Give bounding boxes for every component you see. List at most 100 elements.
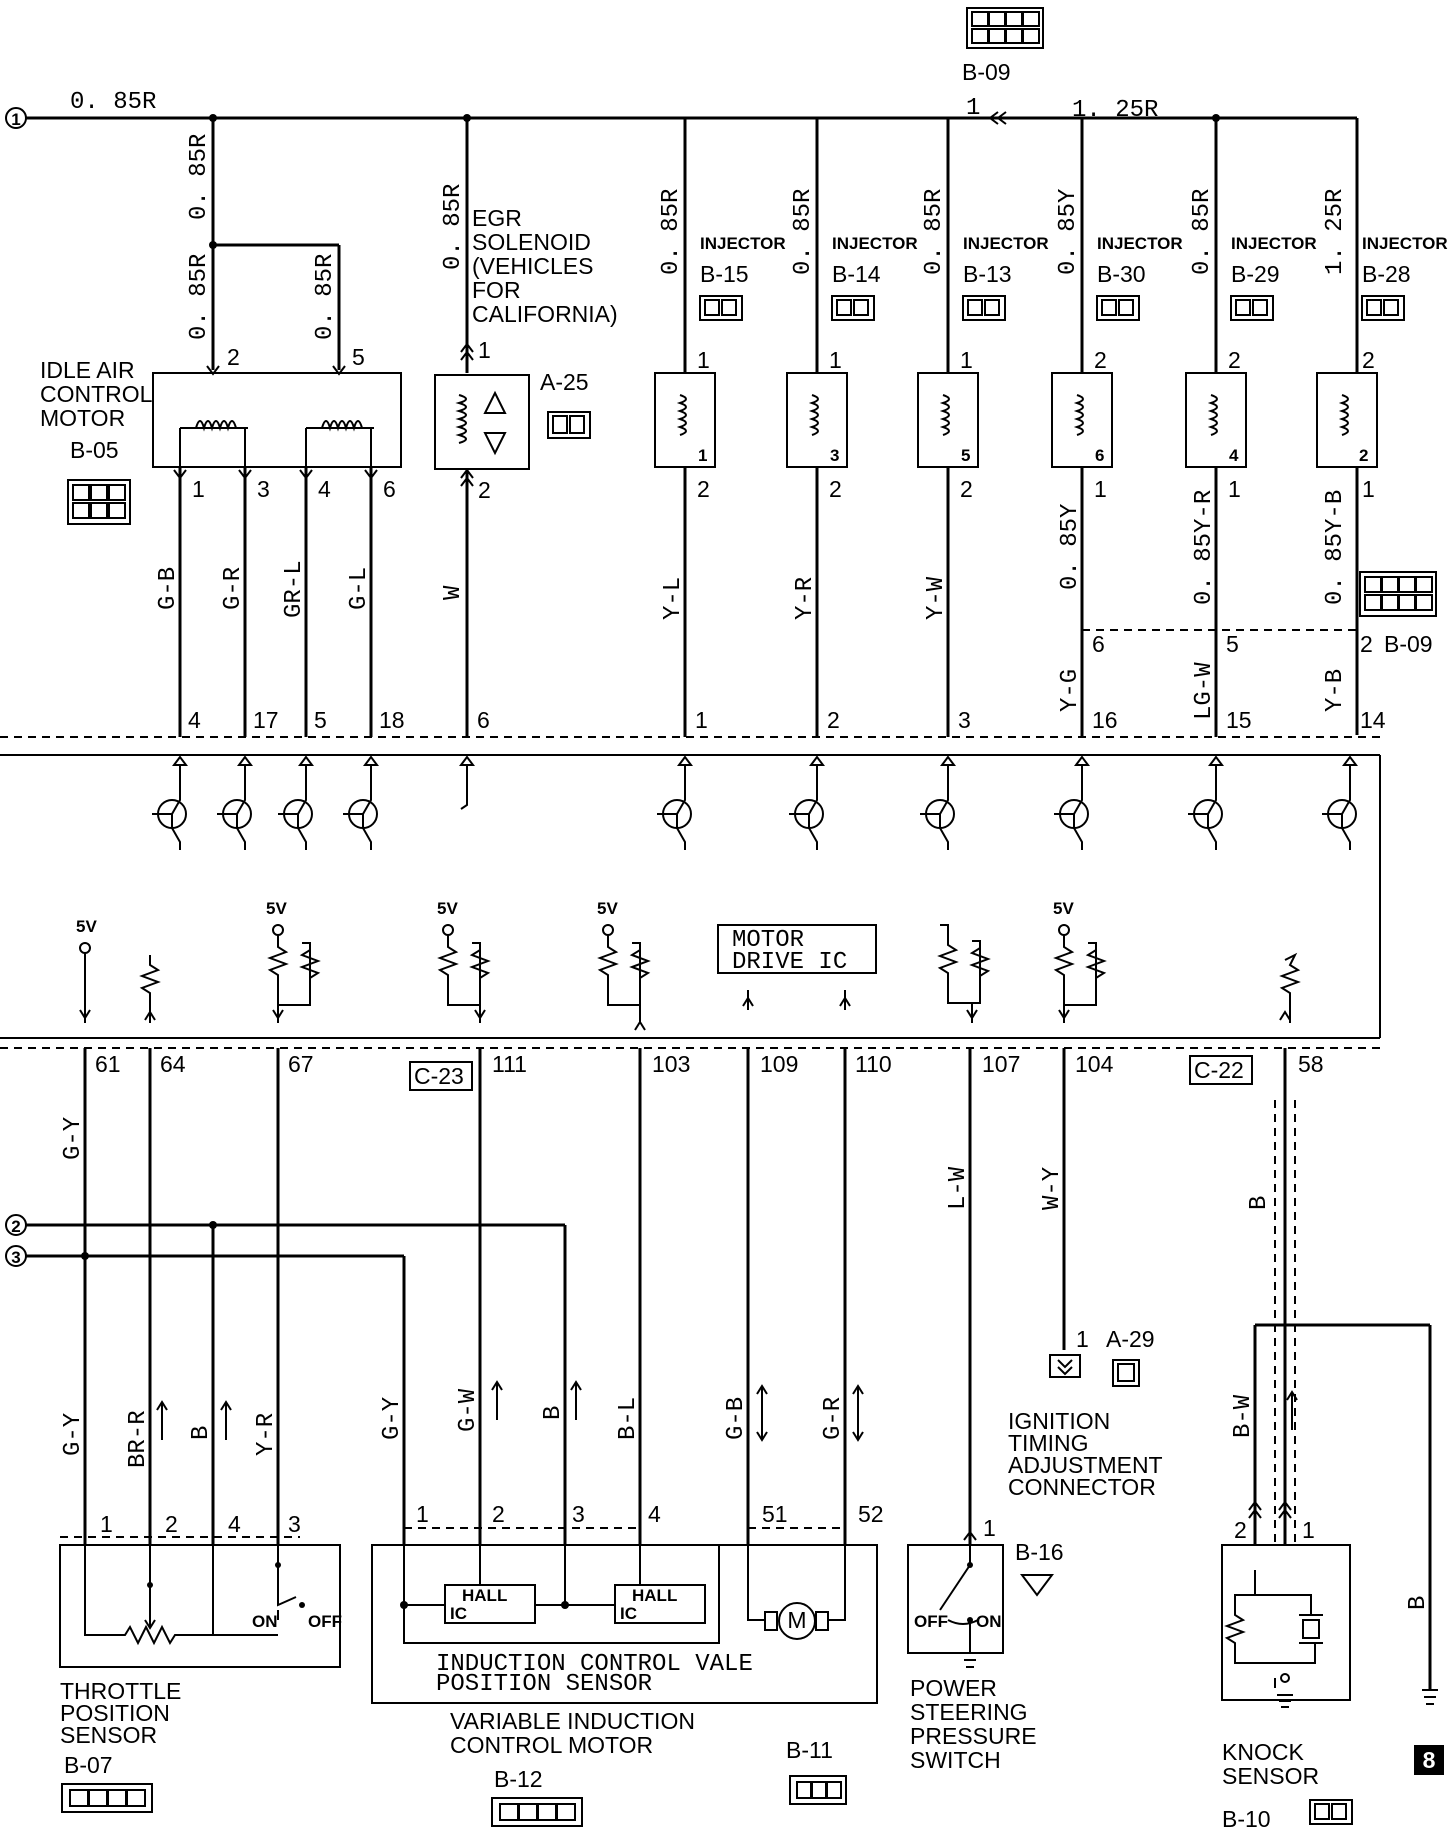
inj-b13-pin-top: 1 [960,347,973,373]
iac-pin-6: 6 [383,476,396,502]
knock-piezo [1302,1619,1320,1639]
knock-pin-2: 2 [1234,1517,1247,1543]
ground-symbol [1422,1689,1438,1705]
inj-b29-wire-top: 0. 85R [1189,189,1216,275]
b05-connector-icon [67,479,131,525]
ecu-pin-2: 2 [827,707,840,733]
vic-motor-label-line1: VARIABLE INDUCTION [450,1708,695,1734]
b12-connector-icon [491,1797,583,1827]
tps-wire-yr: Y-R [253,1413,280,1456]
tps-label-line3: SENSOR [60,1722,157,1748]
ign-connector-label: A-29 [1106,1326,1155,1352]
tps-wire-brr: BR-R [125,1410,152,1468]
ecu-pin-103: 103 [652,1051,690,1077]
ps-pin-1: 1 [983,1515,996,1541]
iac-label-line3: MOTOR [40,405,125,431]
inj-b29-pin-top: 2 [1228,347,1241,373]
knock-pin-1: 1 [1302,1517,1315,1543]
iac-label-line1: IDLE AIR [40,357,135,383]
vic-motor-m: M [787,1607,806,1633]
tps-wire-gy: G-Y [60,1413,87,1456]
knock-sensor: 2 1 KNOCK SENSOR B-10 [1221,1500,1353,1832]
vic-pin-3: 3 [572,1501,585,1527]
ecu-pin-15: 15 [1226,707,1252,733]
inj-b14-wire-top: 0. 85R [790,189,817,275]
ecu-pin-17: 17 [253,707,279,733]
vic-motor-label-line2: CONTROL MOTOR [450,1732,653,1758]
inj-b28-b09-pin: 2 [1360,631,1373,657]
inj-b28-connector-label: B-28 [1362,261,1411,287]
tps-on-label: ON [252,1612,278,1631]
motor-drive-ic-line2: DRIVE IC [732,949,847,976]
connector-arrow-b09-1 [988,111,1007,125]
iac-pin-4: 4 [318,476,331,502]
inj-b29-b09-pin: 5 [1226,631,1239,657]
ign-wire-wy: W-Y [1039,1167,1066,1210]
injector-bank: 0. 85R INJECTOR B-15 1 1 2 Y-L 1 0. 85R … [654,118,1448,737]
b28-connector-icon [1361,295,1405,321]
egr-body [434,374,530,470]
variable-induction-control-motor: 1 2 3 4 51 52 HALL IC HALL IC M INDUCTIO… [371,1501,884,1827]
v5-label-tps: 5V [76,917,97,936]
b09-connector-icon-side [1359,571,1437,617]
b15-connector-icon [699,295,743,321]
ecu-pin-58: 58 [1298,1051,1324,1077]
ps-switch-body [907,1544,1004,1654]
vic-wire-bl: B-L [615,1397,642,1440]
top-power-rail: 1 0. 85R 1. 25R 1 B-09 [5,7,1359,735]
inj-b13-internal: 5 [961,446,970,465]
vic-pin-4: 4 [648,1501,661,1527]
ecu-pin-104: 104 [1075,1051,1114,1077]
ecu-pin-107: 107 [982,1051,1020,1077]
tps-wire-b: B [188,1426,215,1440]
vic-connector-b-label: B-11 [786,1737,833,1763]
ecu-pin-14: 14 [1360,707,1386,733]
inj-b15-pin-top: 1 [697,347,710,373]
tps-label-line1: THROTTLE [60,1678,181,1704]
tps-pin-1: 1 [100,1511,113,1537]
inj-b30-label: INJECTOR [1097,234,1183,253]
vic-pin-52: 52 [858,1501,884,1527]
inj-b28-pin-bottom: 1 [1362,476,1375,502]
egr-label-line2: SOLENOID [472,229,591,255]
circle-marker-2-label: 2 [11,1217,20,1236]
inj-b13-wire-bottom: Y-W [923,576,950,620]
iac-body [152,372,402,468]
egr-solenoid: 0. 85R EGR SOLENOID (VEHICLES FOR CALIFO… [434,118,618,737]
egr-pin-1: 1 [478,337,491,363]
iac-wire-main-label: 0. 85R [186,134,213,220]
inj-b30-wire-bottom: 0. 85Y [1057,504,1084,590]
tps-label-line2: POSITION [60,1700,170,1726]
ps-on-label: ON [976,1612,1002,1631]
egr-wire-label: 0. 85R [440,184,467,270]
ecu-pin-61: 61 [95,1051,121,1077]
inj-b29-internal: 4 [1229,446,1239,465]
iac-label-line2: CONTROL [40,381,153,407]
inj-b15-pin-bottom: 2 [697,476,710,502]
b09-side-label: B-09 [1384,631,1433,657]
iac-wire-grl: GR-L [281,560,308,618]
vic-sensor-label-line2: POSITION SENSOR [436,1671,652,1698]
egr-wire-w: W [440,585,467,600]
inj-b30-wire-lower: Y-G [1057,669,1084,712]
driver-transistors [152,755,1358,850]
b11-connector-icon [789,1775,847,1805]
ecu-pin-109: 109 [760,1051,798,1077]
b09-pin-1-label: 1 [966,95,980,122]
inj-b13-label: INJECTOR [963,234,1049,253]
v5-label-104: 5V [1053,899,1074,918]
tps-connector-label: B-07 [64,1752,113,1778]
inj-b29-label: INJECTOR [1231,234,1317,253]
iac-connector-label: B-05 [70,437,119,463]
c22-connector-box [1189,1055,1253,1085]
hall-ic-a-line2: IC [450,1604,467,1623]
vic-pin-2: 2 [492,1501,505,1527]
page-marker-box [1414,1745,1444,1775]
iac-pin-1: 1 [192,476,205,502]
ign-label-line4: CONNECTOR [1008,1474,1156,1500]
inj-b14-label: INJECTOR [832,234,918,253]
ecu-pin-4: 4 [188,707,201,733]
page-marker-label: 8 [1423,1747,1436,1773]
tps-wire-upper: G-Y [60,1117,87,1160]
